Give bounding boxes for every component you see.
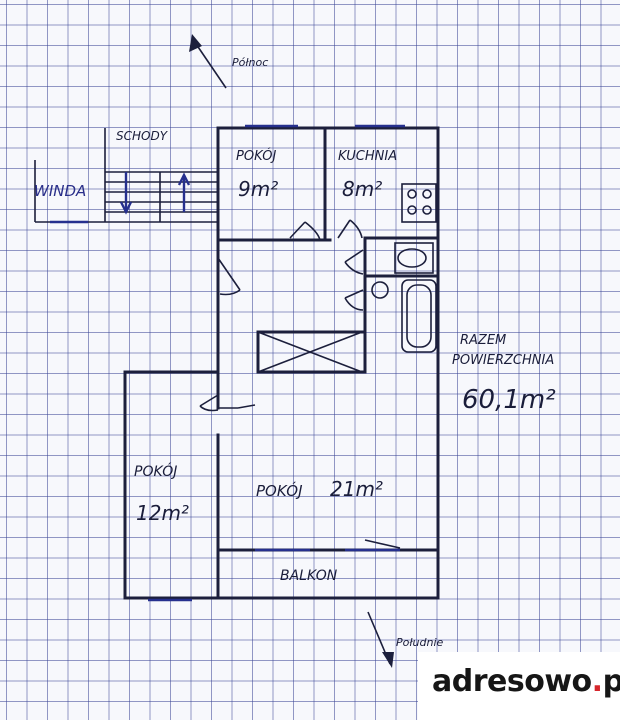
south-arrow	[367, 611, 394, 668]
south-label: Południe	[396, 636, 444, 649]
doors	[199, 219, 401, 549]
north-label: Północ	[232, 56, 268, 69]
logo-suffix: pl	[602, 664, 620, 699]
north-arrow	[189, 34, 227, 89]
room-1-name: POKÓJ	[236, 148, 276, 164]
logo-dot: .	[591, 664, 603, 699]
balcony-label: BALKON	[280, 568, 338, 584]
total-value: 60,1m²	[462, 385, 556, 415]
bathtub	[401, 279, 437, 353]
adresowo-logo[interactable]: adresowo.pl	[432, 664, 620, 699]
toilet	[371, 281, 389, 299]
room-3-name: POKÓJ	[134, 462, 177, 480]
stove	[401, 183, 437, 223]
room-4-name: POKÓJ	[256, 481, 303, 500]
windows	[148, 124, 405, 602]
staircase	[34, 128, 218, 224]
internal-walls	[216, 126, 440, 600]
elevator-label: WINDA	[34, 182, 86, 200]
room-2-name: KUCHNIA	[338, 149, 397, 164]
room-4-area: 21m²	[330, 477, 383, 501]
total-line2: POWIERZCHNIA	[452, 353, 554, 368]
sink	[394, 242, 434, 274]
fixtures	[371, 183, 437, 353]
room-3-area: 12m²	[136, 501, 189, 525]
logo-panel	[418, 652, 620, 720]
stairs-label: SCHODY	[116, 129, 169, 143]
room-1-area: 9m²	[238, 177, 278, 201]
room-2-area: 8m²	[342, 177, 382, 201]
total-line1: RAZEM	[460, 333, 506, 348]
logo-main: adresowo	[432, 664, 592, 699]
